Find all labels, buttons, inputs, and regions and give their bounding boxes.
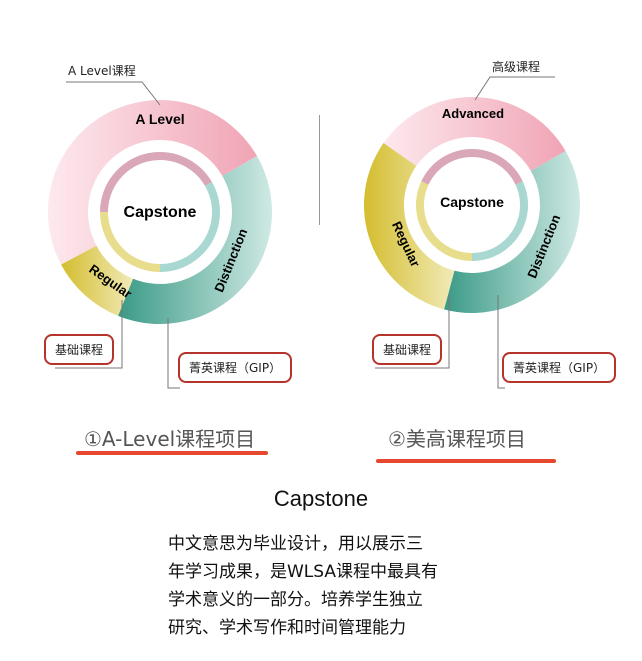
segment-label-top: A Level [135,111,184,127]
segment-top [383,97,566,171]
callout-left: 基础课程 [44,334,115,365]
divider [319,115,320,225]
inner-arc [415,181,472,261]
inner-arc [100,152,212,212]
description-text: 中文意思为毕业设计，用以展示三 年学习成果，是WLSA课程中最具有 学术意义的一… [168,530,438,642]
inner-arc [100,212,160,272]
diagram-title: ①A-Level课程项目 [84,427,256,451]
callout-left: 基础课程 [372,334,443,365]
diagram-title: ②美高课程项目 [388,427,526,451]
segment-right [444,151,580,313]
leader-line [66,81,161,106]
callout-right: 菁英课程（GIP） [178,352,293,383]
description-line: 研究、学术写作和时间管理能力 [168,618,406,638]
segment-left [61,245,134,316]
inner-arc [421,148,523,185]
center-label: Capstone [124,204,197,221]
callout-top: 高级课程 [492,60,541,74]
segment-right [118,156,273,325]
title-underline [76,451,268,455]
leader-line [497,295,505,389]
ring-us-high-school [364,97,580,313]
description-line: 年学习成果，是WLSA课程中最具有 [168,562,439,582]
description-line: 学术意义的一部分。培养学生独立 [168,590,423,610]
inner-arc [160,182,221,272]
description-heading: Capstone [273,486,369,511]
leader-line [167,318,180,389]
capstone-diagrams: A Level Capstone Distinction Regular Adv… [48,76,580,389]
segment-left [364,143,455,310]
title-underline [376,459,556,463]
leader-line [375,295,450,369]
description-line: 中文意思为毕业设计，用以展示三 [168,534,423,554]
callout-top: A Level课程 [68,64,136,78]
leader-line [55,300,123,369]
callout-right: 菁英课程（GIP） [502,352,617,383]
leader-line [474,76,555,101]
inner-arc [472,181,528,261]
segment-top [48,100,257,268]
segment-label-top: Advanced [442,106,504,121]
center-label: Capstone [440,194,504,210]
ring-a-level [48,100,273,325]
